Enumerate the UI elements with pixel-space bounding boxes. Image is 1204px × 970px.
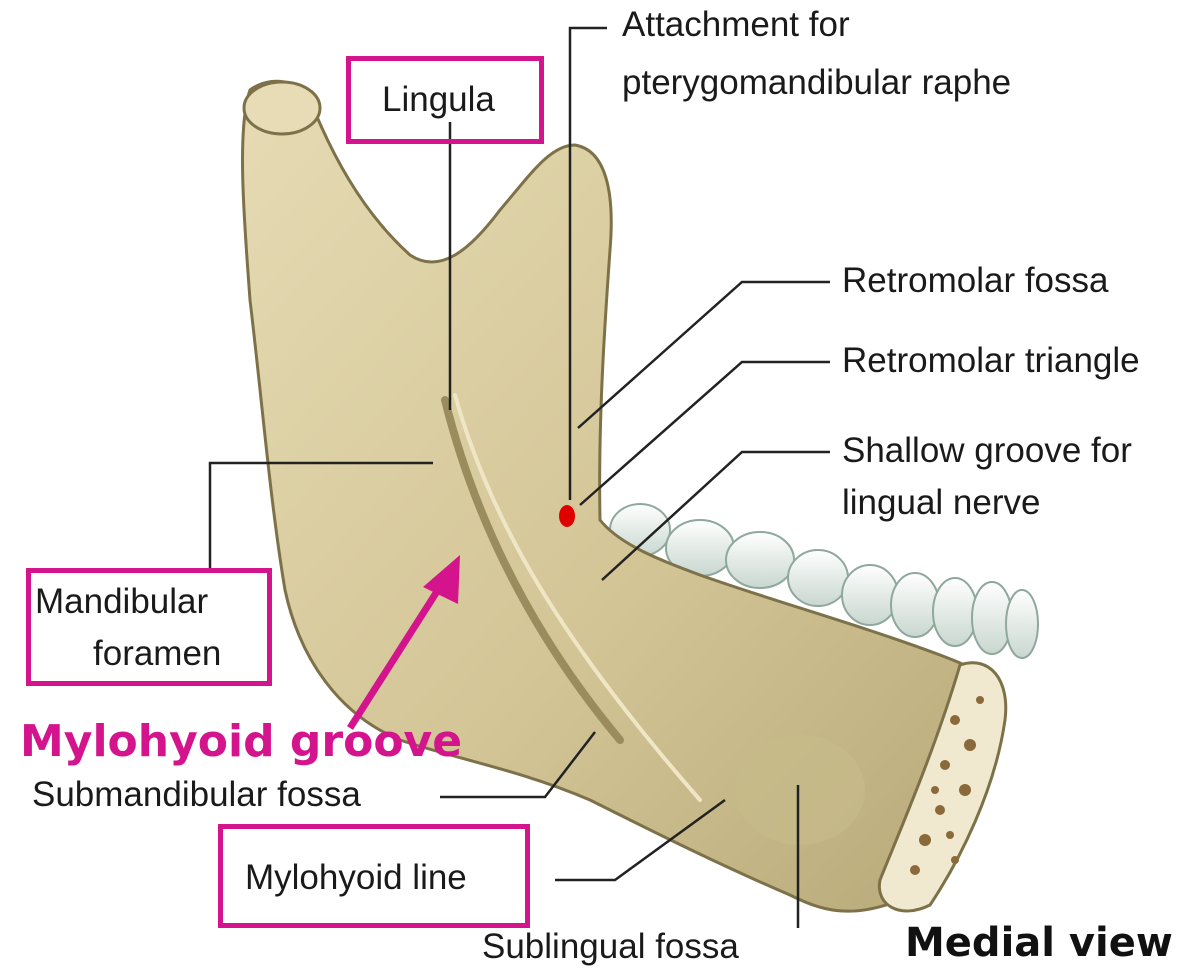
label-mandibular-foramen-line2: foramen [93, 635, 221, 673]
mylohyoid-line-box: Mylohyoid line [218, 824, 530, 928]
lingula-box: Lingula [346, 56, 544, 144]
label-mylohyoid-groove: Mylohyoid groove [20, 718, 462, 766]
label-sublingual-fossa: Sublingual fossa [482, 928, 739, 966]
label-shallow-groove-line1: Shallow groove for [842, 432, 1132, 470]
mandibular-foramen-box: Mandibular foramen [26, 568, 272, 686]
label-attachment-line2: pterygomandibular raphe [622, 64, 1011, 102]
label-retromolar-triangle: Retromolar triangle [842, 342, 1140, 380]
label-lingula: Lingula [382, 81, 539, 119]
attachment-dot [559, 505, 575, 527]
label-medial-view: Medial view [905, 920, 1173, 966]
label-attachment-line1: Attachment for [622, 6, 850, 44]
label-mandibular-foramen-line1: Mandibular [35, 583, 208, 621]
sublingual-fossa-shape [735, 735, 865, 845]
label-mylohyoid-line: Mylohyoid line [245, 859, 525, 897]
label-submandibular-fossa: Submandibular fossa [32, 776, 361, 814]
label-retromolar-fossa: Retromolar fossa [842, 262, 1108, 300]
label-shallow-groove-line2: lingual nerve [842, 484, 1040, 522]
condyle [244, 82, 320, 134]
